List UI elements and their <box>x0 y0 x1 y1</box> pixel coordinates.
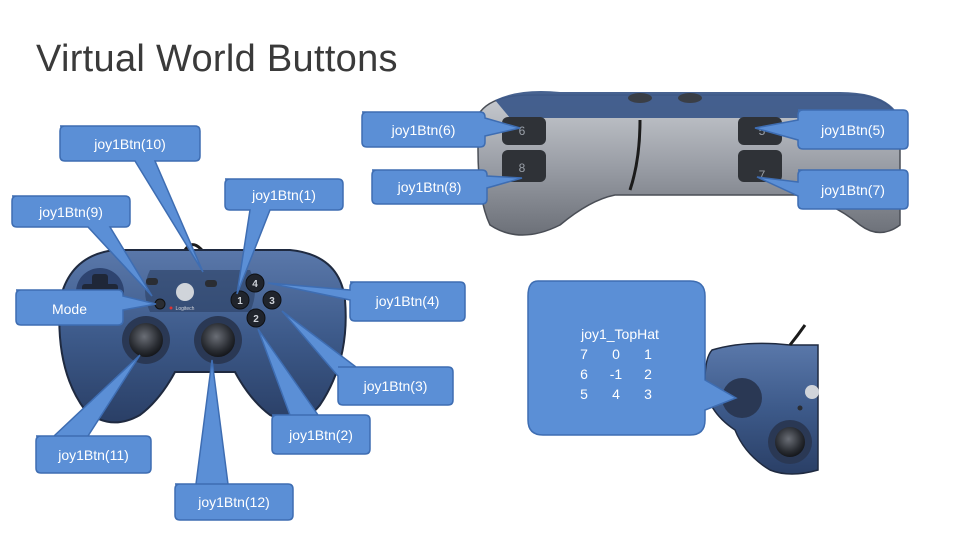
tophat-row: 6 -1 2 <box>538 364 694 384</box>
callout-btn12 <box>174 359 294 521</box>
shoulder-8-graphic <box>502 150 546 182</box>
tophat-cell: 5 <box>580 386 588 402</box>
face-label-1: 1 <box>237 296 243 307</box>
tophat-cell: 7 <box>580 346 588 362</box>
callout-label-btn3: joy1Btn(3) <box>363 378 428 394</box>
logo-text: Logitech <box>176 306 195 312</box>
face-label-2: 2 <box>253 314 259 325</box>
callout-btn7 <box>756 169 909 210</box>
callout-label-btn11: joy1Btn(11) <box>58 447 129 463</box>
tophat-cell: 6 <box>580 366 588 382</box>
callout-btn8 <box>371 169 523 205</box>
controller-partial-image <box>704 324 819 475</box>
partial-dpad-graphic <box>722 378 762 418</box>
face-label-3: 3 <box>269 296 275 307</box>
callout-label-btn8: joy1Btn(8) <box>397 179 462 195</box>
callout-label-btn12: joy1Btn(12) <box>198 494 270 510</box>
callout-label-btn1: joy1Btn(1) <box>252 187 316 203</box>
shoulder-label-5: 5 <box>759 124 766 138</box>
right-analog-stick-graphic <box>194 316 242 364</box>
callout-btn5 <box>754 109 909 150</box>
select-button-graphic <box>146 278 158 285</box>
left-analog-stick-graphic <box>122 316 170 364</box>
tophat-cell: 2 <box>644 366 652 382</box>
start-button-graphic <box>205 280 217 287</box>
mode-led-icon <box>169 306 173 310</box>
callout-tophat <box>527 280 738 436</box>
tophat-cell: 4 <box>612 386 620 402</box>
callouts-layer <box>11 109 909 521</box>
shoulder-label-6: 6 <box>519 124 526 138</box>
callout-label-btn7: joy1Btn(7) <box>821 182 885 198</box>
tophat-cell: 3 <box>644 386 652 402</box>
callout-btn2 <box>257 328 371 455</box>
logitech-logo-icon <box>176 283 194 301</box>
callout-btn10 <box>59 125 204 273</box>
shoulder-label-7: 7 <box>759 168 766 182</box>
tophat-row: 5 4 3 <box>538 384 694 404</box>
callout-btn4 <box>267 281 466 322</box>
tophat-title: joy1_TopHat <box>581 326 659 342</box>
callout-mode <box>15 289 157 326</box>
shoulder-7-graphic <box>738 150 782 182</box>
callout-btn9 <box>11 195 153 297</box>
callout-label-btn4: joy1Btn(4) <box>375 293 440 309</box>
shoulder-6-graphic <box>502 117 546 145</box>
shoulder-label-8: 8 <box>519 161 526 175</box>
tophat-cell: -1 <box>609 366 623 382</box>
callout-label-btn6: joy1Btn(6) <box>391 122 456 138</box>
callout-label-btn5: joy1Btn(5) <box>821 122 885 138</box>
face-label-4: 4 <box>252 279 258 290</box>
tophat-mapping: joy1_TopHat 7 0 1 6 -1 2 5 4 3 <box>538 324 694 404</box>
callout-label-btn10: joy1Btn(10) <box>94 136 166 152</box>
tophat-row: 7 0 1 <box>538 344 694 364</box>
shoulder-5-graphic <box>738 117 782 145</box>
tophat-cell: 0 <box>612 346 620 362</box>
callout-btn3 <box>281 310 454 406</box>
mode-button-graphic <box>154 298 166 310</box>
callout-label-btn2: joy1Btn(2) <box>289 427 353 443</box>
callout-btn11 <box>35 354 152 474</box>
slide-title: Virtual World Buttons <box>36 38 398 80</box>
callout-label-mode: Mode <box>51 301 88 317</box>
callout-btn6 <box>361 111 521 148</box>
face-buttons-graphic: 4 1 3 2 <box>230 273 282 328</box>
tophat-cell: 1 <box>644 346 652 362</box>
callout-label-btn9: joy1Btn(9) <box>39 204 103 220</box>
callout-btn1 <box>224 178 344 295</box>
partial-analog-stick-graphic <box>775 427 805 457</box>
